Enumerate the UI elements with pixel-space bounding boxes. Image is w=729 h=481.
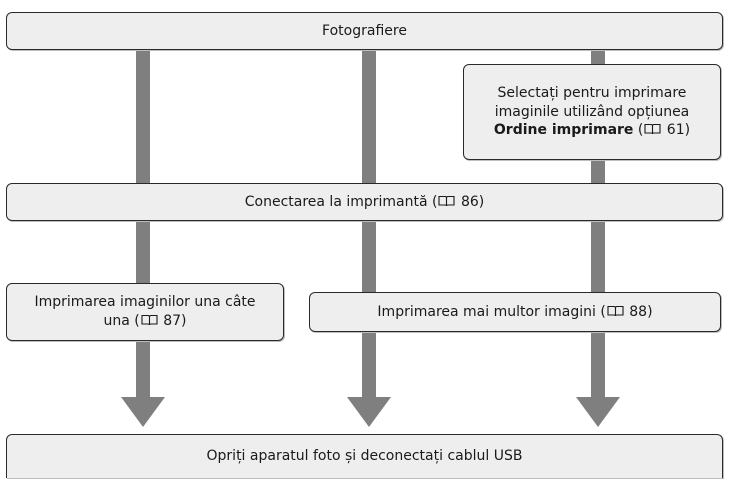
step-print-multi-label: Imprimarea mai multor imagini ( [377, 303, 606, 320]
book-icon [438, 195, 456, 206]
step-select-line1: Selectați pentru imprimare [497, 84, 687, 101]
page-ref: 86 [460, 193, 479, 210]
book-icon [644, 124, 661, 135]
step-print-one-line1: Imprimarea imaginilor una câte [34, 294, 256, 311]
arrow-down-icon [347, 397, 391, 427]
step-print-one-line2: una ( [103, 313, 140, 329]
arrow-down-icon [121, 397, 165, 427]
page-ref: 61 [666, 122, 685, 139]
book-icon [141, 314, 158, 326]
step-shoot-label: Fotografiere [322, 22, 407, 39]
print-order-option: Ordine imprimare [493, 122, 634, 139]
step-print-one-by-one: Imprimarea imaginilor una câte una ( 87) [6, 283, 284, 341]
step-connect-label: Conectarea la imprimantă ( [244, 193, 438, 210]
step-select-print-order: Selectați pentru imprimare imaginile uti… [463, 64, 721, 160]
step-shoot: Fotografiere [6, 12, 723, 50]
flow-lane-middle [362, 46, 376, 402]
book-icon [607, 305, 624, 316]
step-connect-printer: Conectarea la imprimantă ( 86) [6, 183, 723, 221]
flow-lane-left [136, 46, 150, 402]
page-ref: 88 [629, 303, 648, 320]
step-finish: Opriți aparatul foto și deconectați cabl… [6, 434, 723, 478]
page-ref: 87 [163, 313, 182, 329]
step-select-line2: imaginile utilizând opțiunea [494, 103, 690, 120]
step-finish-label: Opriți aparatul foto și deconectați cabl… [206, 448, 523, 465]
step-print-multiple: Imprimarea mai multor imagini ( 88) [309, 292, 721, 332]
arrow-down-icon [576, 397, 620, 427]
